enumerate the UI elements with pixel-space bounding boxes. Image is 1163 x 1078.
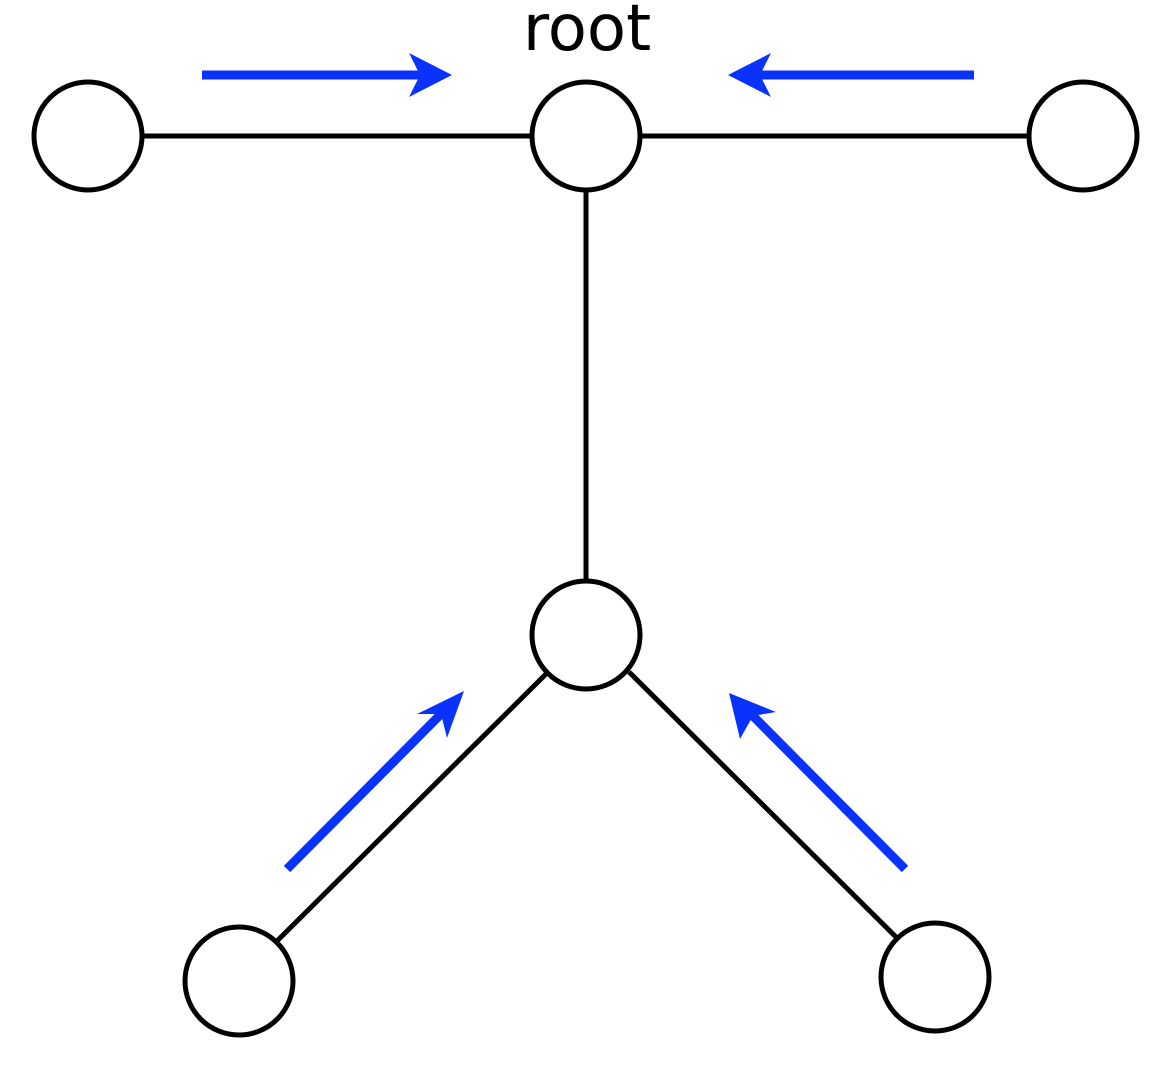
node-bottom-left [182,924,296,1038]
node-right-top [1026,79,1140,193]
node-middle [529,578,643,692]
edges [143,133,1029,943]
root-label: root [523,0,651,66]
node-bottom-right [878,920,992,1034]
edge-middle-to-bottom-left [275,672,548,943]
flow-arrows [202,53,974,873]
node-left-top [31,79,145,193]
node-root [529,79,643,193]
edge-middle-to-bottom-right [627,670,898,939]
arrow-right-top-to-root [728,53,974,97]
arrow-bottom-left-to-middle [283,691,464,873]
arrow-left-top-to-root [202,53,452,97]
arrow-bottom-right-to-middle [729,693,909,873]
nodes [31,79,1140,1038]
